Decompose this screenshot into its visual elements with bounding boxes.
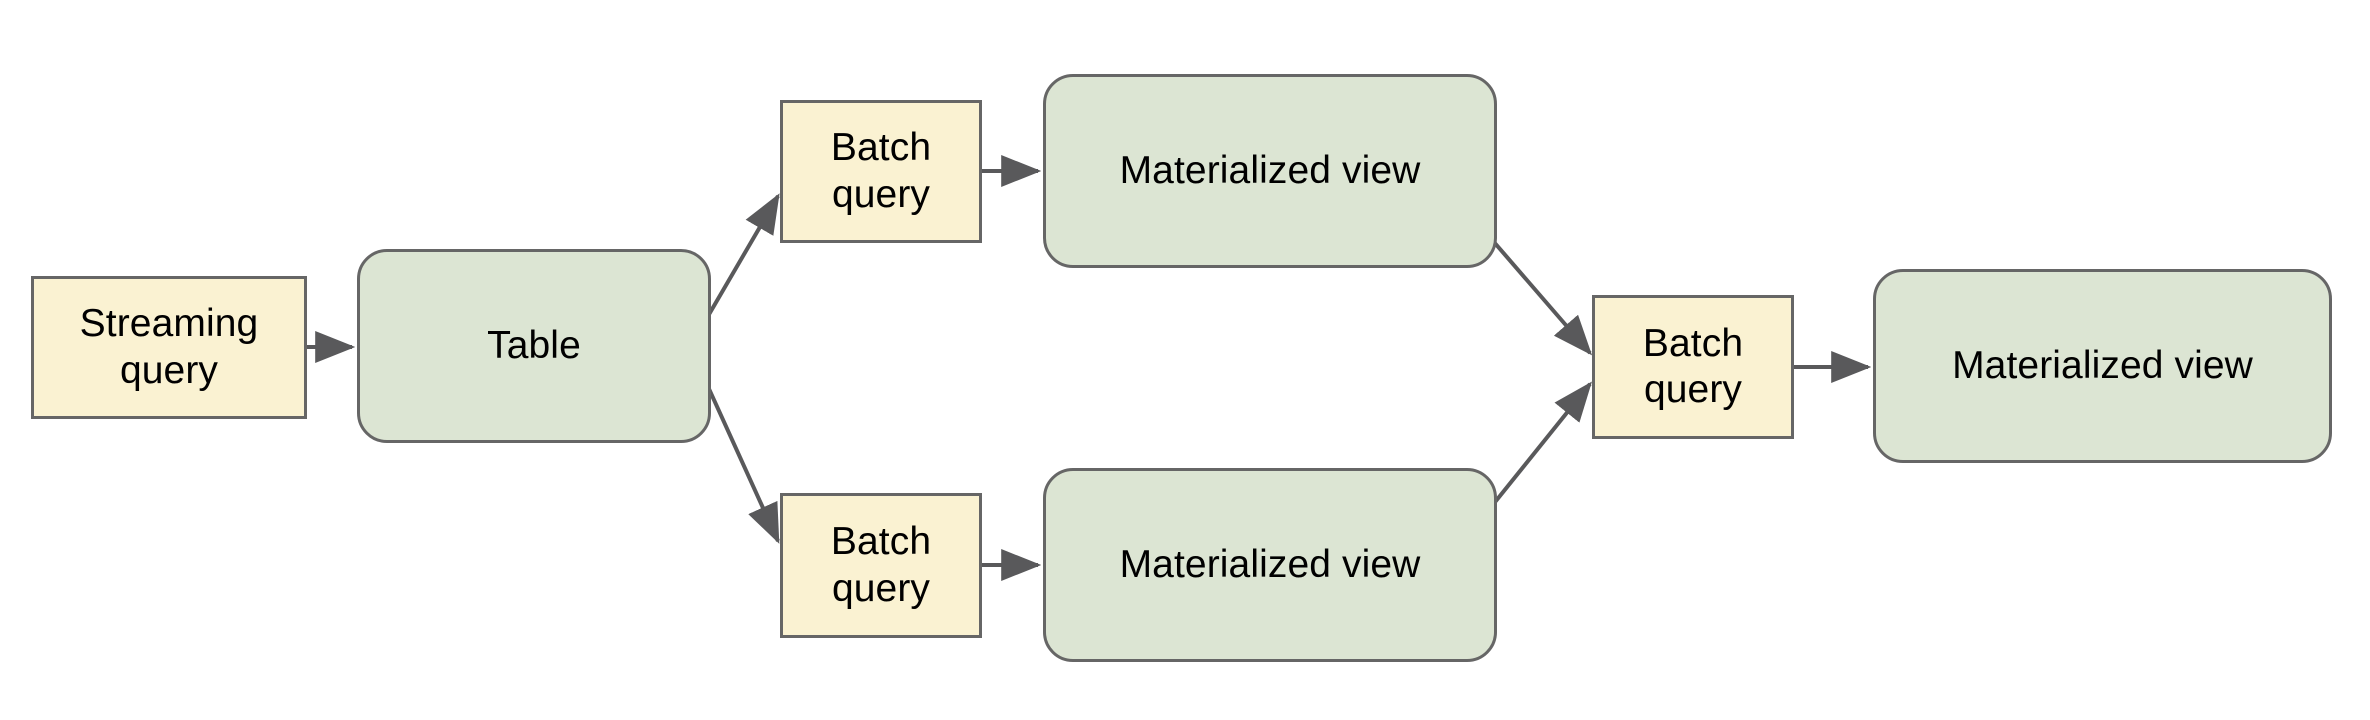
node-label-streaming-query: Streaming query xyxy=(79,302,259,392)
node-label-materialized-view-right: Materialized view xyxy=(1952,343,2253,387)
node-streaming-query[interactable]: Streaming query xyxy=(31,276,307,419)
edge-materialized-view-top-to-batch-query-right xyxy=(1485,232,1593,356)
node-batch-query-right[interactable]: Batch query xyxy=(1592,295,1794,439)
node-label-table: Table xyxy=(487,323,581,367)
node-label-batch-query-bottom: Batch query xyxy=(830,520,932,610)
node-batch-query-bottom[interactable]: Batch query xyxy=(780,493,982,638)
edge-materialized-view-bottom-to-batch-query-right xyxy=(1485,381,1593,514)
node-materialized-view-right[interactable]: Materialized view xyxy=(1873,269,2332,463)
node-label-materialized-view-bottom: Materialized view xyxy=(1119,542,1421,586)
node-label-materialized-view-top: Materialized view xyxy=(1119,148,1421,192)
node-batch-query-top[interactable]: Batch query xyxy=(780,100,982,243)
node-materialized-view-top[interactable]: Materialized view xyxy=(1043,74,1497,268)
node-label-batch-query-right: Batch query xyxy=(1642,321,1744,411)
node-label-batch-query-top: Batch query xyxy=(830,126,932,216)
node-materialized-view-bottom[interactable]: Materialized view xyxy=(1043,468,1497,662)
node-table[interactable]: Table xyxy=(357,249,711,443)
